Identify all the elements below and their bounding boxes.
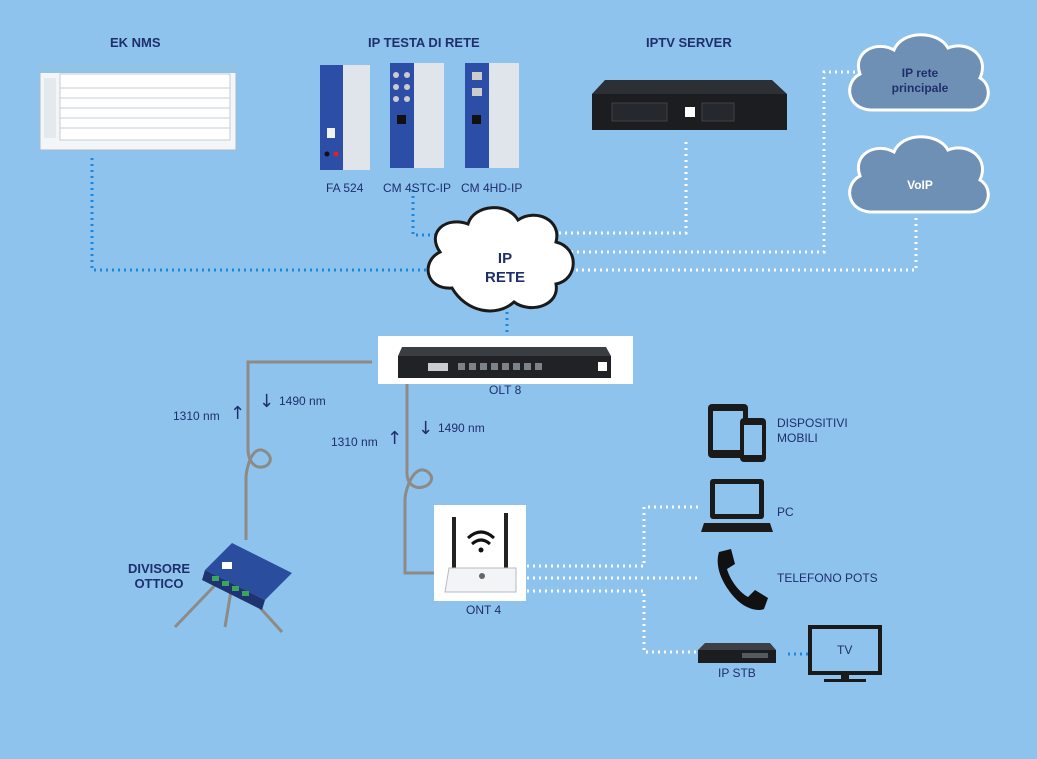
up-arrow-icon: ↑	[230, 403, 246, 424]
main-network-cloud	[426, 206, 575, 313]
olt-device	[378, 336, 633, 384]
mobile-devices-line2: MOBILI	[777, 431, 818, 445]
nms-header: EK NMS	[110, 35, 161, 50]
voip-cloud	[848, 135, 990, 214]
internet-cloud-line2: principale	[891, 81, 949, 95]
set-top-box	[698, 643, 776, 663]
laptop-icon	[701, 479, 773, 532]
splitter-device	[202, 543, 292, 610]
main-cloud-line2: RETE	[484, 269, 525, 286]
headend-header: IP TESTA DI RETE	[368, 35, 480, 50]
up-arrow-icon: ↑	[387, 428, 403, 449]
internet-cloud-label: IP rete principale	[870, 66, 970, 96]
internet-link	[560, 70, 855, 254]
stb-link	[527, 589, 700, 654]
downstream-wavelength-left: 1490 nm	[279, 394, 326, 408]
tablet-icon	[708, 404, 748, 458]
nms-window	[39, 65, 237, 151]
splitter-label: DIVISORE OTTICO	[126, 561, 192, 591]
iptv-link	[545, 142, 688, 235]
pc-link	[527, 505, 700, 568]
voip-link	[565, 218, 918, 272]
headend-module-cm4stc	[390, 63, 444, 168]
module-label-fa524: FA 524	[326, 181, 364, 195]
phone-handset-icon	[717, 549, 768, 610]
tv-icon	[808, 625, 882, 682]
module-label-cm4hd: CM 4HD-IP	[461, 181, 523, 195]
upstream-wavelength-left: 1310 nm	[173, 409, 220, 423]
iptv-server-header: IPTV SERVER	[646, 35, 732, 50]
module-label-cm4stc: CM 4STC-IP	[383, 181, 452, 195]
mobile-devices-line1: DISPOSITIVI	[777, 416, 848, 430]
headend-module-cm4hd	[465, 63, 519, 168]
downstream-wavelength-right: 1490 nm	[438, 421, 485, 435]
nms-link	[90, 158, 430, 272]
upstream-wavelength-right: 1310 nm	[331, 435, 378, 449]
splitter-label-line1: DIVISORE	[127, 561, 191, 576]
main-cloud-label: IP RETE	[460, 249, 550, 287]
down-arrow-icon: ↓	[259, 391, 275, 412]
pots-phone-label: TELEFONO POTS	[777, 571, 878, 585]
down-arrow-icon: ↓	[418, 418, 434, 439]
internet-cloud-line1: IP rete	[901, 66, 939, 80]
iptv-server	[592, 80, 787, 130]
mobile-devices-label: DISPOSITIVI MOBILI	[777, 416, 848, 446]
pc-label: PC	[777, 505, 794, 519]
tv-label: TV	[837, 643, 853, 657]
ip-stb-label: IP STB	[718, 666, 756, 680]
headend-module-fa524	[320, 65, 370, 170]
olt-label: OLT 8	[489, 383, 522, 397]
fiber-cables	[173, 360, 444, 634]
splitter-label-line2: OTTICO	[134, 576, 184, 591]
internet-cloud	[848, 33, 990, 112]
smartphone-icon	[740, 418, 766, 462]
ont-device	[434, 505, 526, 601]
voip-cloud-label: VoIP	[907, 178, 933, 192]
fiber-olt-splitter	[244, 360, 372, 540]
main-cloud-line1: IP	[497, 250, 513, 267]
fiber-olt-ont	[403, 376, 444, 575]
service-links	[527, 70, 918, 654]
ont-label: ONT 4	[466, 603, 502, 617]
splitter-output-1	[173, 578, 222, 629]
